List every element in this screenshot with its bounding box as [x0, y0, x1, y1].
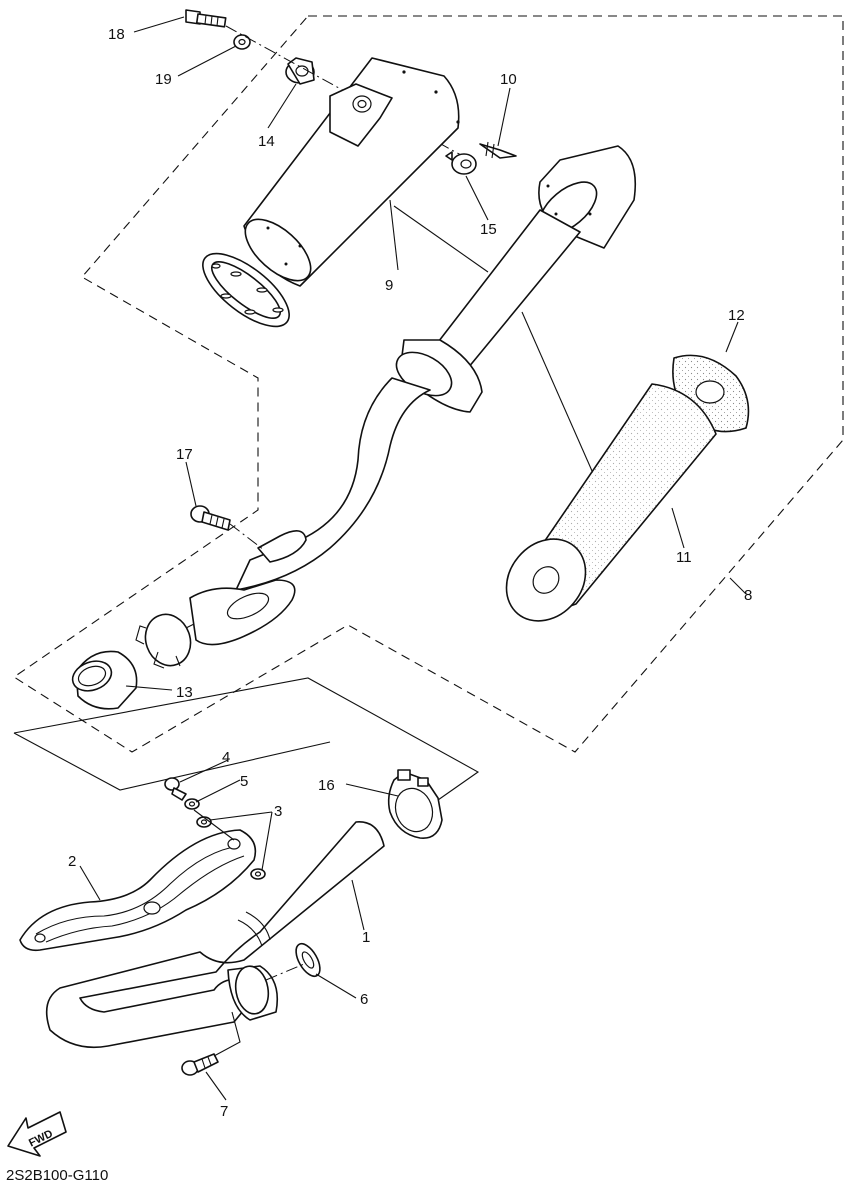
callout-19: 19 — [155, 71, 172, 88]
callout-10: 10 — [500, 71, 517, 88]
end-ring — [202, 252, 290, 328]
gasket-6 — [295, 942, 321, 978]
axis-7 — [213, 1011, 241, 1057]
header-pipe-1 — [45, 821, 385, 1049]
callout-17: 17 — [176, 446, 193, 463]
washer-5 — [184, 798, 200, 810]
axis-6 — [265, 963, 305, 981]
callout-13: 13 — [176, 684, 193, 701]
callout-12: 12 — [728, 307, 745, 324]
callout-9: 9 — [385, 277, 393, 294]
callout-5: 5 — [240, 773, 248, 790]
bolt-17 — [190, 505, 231, 531]
bolt-18 — [185, 9, 227, 28]
callout-16: 16 — [318, 777, 335, 794]
fwd-arrow-icon: FWD — [7, 1111, 67, 1157]
muffler-shell-9 — [243, 57, 460, 287]
bolt-17-axis — [229, 523, 265, 551]
callout-labels: 18 19 14 10 15 9 12 11 8 17 13 4 5 3 16 … — [68, 26, 752, 1120]
callout-2: 2 — [68, 853, 76, 870]
clamp-16 — [387, 769, 443, 839]
callout-15: 15 — [480, 221, 497, 238]
callout-7: 7 — [220, 1103, 228, 1120]
grommet-14 — [285, 57, 315, 85]
callout-4: 4 — [222, 749, 230, 766]
collar-15 — [445, 151, 477, 175]
callout-14: 14 — [258, 133, 275, 150]
leader-1 — [351, 879, 365, 931]
callout-3: 3 — [274, 803, 282, 820]
muffler-assembly-boundary — [13, 15, 844, 753]
leader-9-pipe — [393, 205, 489, 273]
callout-8: 8 — [744, 587, 752, 604]
callout-6: 6 — [360, 991, 368, 1008]
packing-11 — [505, 383, 717, 622]
damper-3a — [196, 816, 212, 828]
mid-pipe — [135, 209, 581, 669]
rivet-10 — [479, 141, 517, 159]
leader-9 — [389, 199, 399, 271]
leader-pipe-11 — [521, 311, 597, 481]
bolt-7 — [181, 1053, 219, 1076]
callout-1: 1 — [362, 929, 370, 946]
leaders — [79, 16, 747, 1101]
header-group-boundary — [13, 677, 480, 801]
callout-18: 18 — [108, 26, 125, 43]
axis-4-2 — [193, 809, 235, 841]
heat-protector-2 — [19, 829, 257, 952]
callout-11: 11 — [676, 549, 692, 566]
damper-3b — [250, 868, 266, 880]
diagram-code: 2S2B100-G110 — [6, 1167, 108, 1184]
washer-19 — [233, 34, 251, 50]
sleeve-13 — [71, 650, 138, 710]
bolt-4 — [164, 777, 187, 801]
